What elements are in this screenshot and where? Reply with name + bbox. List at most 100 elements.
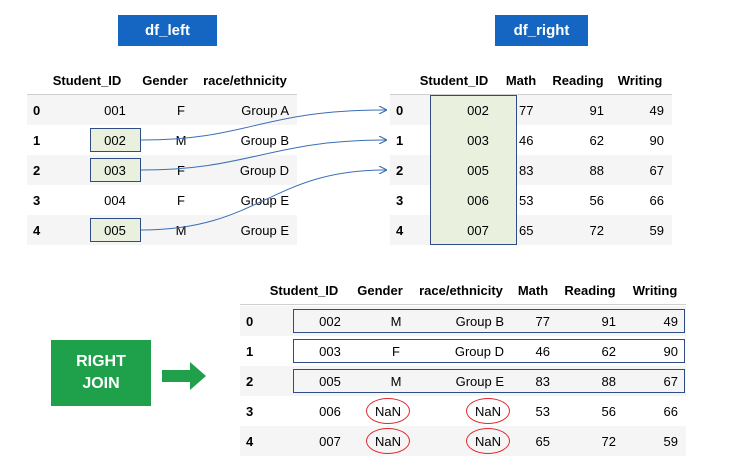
right-header-math: Math	[505, 73, 537, 88]
right-join-line1: RIGHT	[76, 353, 126, 370]
left-gender: F	[177, 162, 185, 178]
left-race: Group E	[240, 192, 289, 208]
left-header-row: Student_ID Gender race/ethnicity	[27, 67, 297, 95]
nan-highlight-circle	[366, 398, 410, 424]
left-race: Group D	[239, 162, 289, 178]
right-student-id: 003	[467, 132, 489, 148]
df-right-label-text: df_right	[513, 22, 570, 39]
left-student-id: 003	[104, 162, 126, 178]
result-header-student-id: Student_ID	[269, 283, 339, 298]
result-header-writing: Writing	[632, 283, 678, 298]
right-reading: 88	[589, 162, 604, 178]
right-index: 4	[396, 222, 404, 238]
result-race: Group B	[455, 313, 504, 329]
result-row-4: 4 007 NaN NaN 65 72 59	[240, 426, 686, 456]
result-reading: 72	[601, 433, 616, 449]
left-index: 1	[33, 132, 41, 148]
result-index: 4	[246, 433, 254, 449]
left-id-highlight	[90, 158, 141, 182]
result-gender: NaN	[374, 433, 401, 449]
result-header-math: Math	[517, 283, 549, 298]
result-gender: M	[390, 373, 402, 389]
right-index: 3	[396, 192, 404, 208]
result-index: 0	[246, 313, 254, 329]
result-student-id: 002	[319, 313, 341, 329]
left-index: 2	[33, 162, 41, 178]
right-row-3-cells: 3 006 53 56 66	[390, 185, 672, 215]
result-math: 53	[535, 403, 550, 419]
result-header-gender: Gender	[357, 283, 403, 298]
right-header-row: Student_ID Math Reading Writing	[390, 67, 672, 95]
left-id-highlight	[90, 128, 141, 152]
right-header-writing: Writing	[617, 73, 663, 88]
result-student-id: 006	[319, 403, 341, 419]
result-race: Group D	[454, 343, 504, 359]
right-math: 83	[519, 162, 534, 178]
df-right-table: Student_ID Math Reading Writing 0 002 77…	[390, 67, 672, 247]
result-math: 46	[535, 343, 550, 359]
right-math: 65	[519, 222, 534, 238]
result-row-outline	[293, 309, 685, 333]
right-writing: 66	[649, 192, 664, 208]
nan-highlight-circle	[466, 398, 510, 424]
df-left-label-text: df_left	[145, 22, 190, 39]
left-header-race: race/ethnicity	[203, 73, 287, 88]
right-reading: 56	[589, 192, 604, 208]
result-writing: 49	[663, 313, 678, 329]
result-student-id: 003	[319, 343, 341, 359]
left-header-student-id: Student_ID	[52, 73, 122, 88]
right-row-4-cells: 4 007 65 72 59	[390, 215, 672, 245]
result-gender: NaN	[374, 403, 401, 419]
result-gender: M	[390, 313, 402, 329]
result-header-row: Student_ID Gender race/ethnicity Math Re…	[240, 277, 686, 305]
result-writing: 90	[663, 343, 678, 359]
right-math: 77	[519, 102, 534, 118]
result-index: 3	[246, 403, 254, 419]
left-gender: M	[175, 132, 187, 148]
result-header-race: race/ethnicity	[419, 283, 503, 298]
right-index: 2	[396, 162, 404, 178]
left-row-0: 0 001 F Group A	[27, 95, 297, 125]
right-row-0-cells: 0 002 77 91 49	[390, 95, 672, 125]
result-race: Group E	[455, 373, 504, 389]
left-student-id: 005	[104, 222, 126, 238]
right-reading: 62	[589, 132, 604, 148]
result-row-2: 2 005 M Group E 83 88 67	[240, 366, 686, 396]
left-gender: F	[177, 192, 185, 208]
result-writing: 66	[663, 403, 678, 419]
right-student-id: 005	[467, 162, 489, 178]
left-student-id: 002	[104, 132, 126, 148]
df-left-table: Student_ID Gender race/ethnicity 0 001 F…	[27, 67, 297, 247]
right-writing: 67	[649, 162, 664, 178]
left-gender: M	[175, 222, 187, 238]
right-row-1-cells: 1 003 46 62 90	[390, 125, 672, 155]
left-row-2: 2 003 F Group D	[27, 155, 297, 185]
right-reading: 72	[589, 222, 604, 238]
right-index: 0	[396, 102, 404, 118]
result-student-id: 007	[319, 433, 341, 449]
left-index: 4	[33, 222, 41, 238]
left-row-4: 4 005 M Group E	[27, 215, 297, 245]
left-index: 0	[33, 102, 41, 118]
join-arrow-icon	[162, 362, 206, 390]
left-race: Group A	[241, 102, 289, 118]
result-header-reading: Reading	[564, 283, 616, 298]
left-student-id: 004	[104, 192, 126, 208]
nan-highlight-circle	[366, 428, 410, 454]
left-student-id: 001	[104, 102, 126, 118]
result-gender: F	[392, 343, 400, 359]
result-reading: 62	[601, 343, 616, 359]
right-id-column-highlight	[430, 95, 517, 245]
result-student-id: 005	[319, 373, 341, 389]
result-math: 77	[535, 313, 550, 329]
result-math: 83	[535, 373, 550, 389]
left-header-gender: Gender	[142, 73, 188, 88]
result-reading: 91	[601, 313, 616, 329]
result-row-1: 1 003 F Group D 46 62 90	[240, 336, 686, 366]
right-student-id: 002	[467, 102, 489, 118]
left-race: Group E	[240, 222, 289, 238]
right-row-2-cells: 2 005 83 88 67	[390, 155, 672, 185]
result-writing: 59	[663, 433, 678, 449]
right-reading: 91	[589, 102, 604, 118]
result-row-3: 3 006 NaN NaN 53 56 66	[240, 396, 686, 426]
